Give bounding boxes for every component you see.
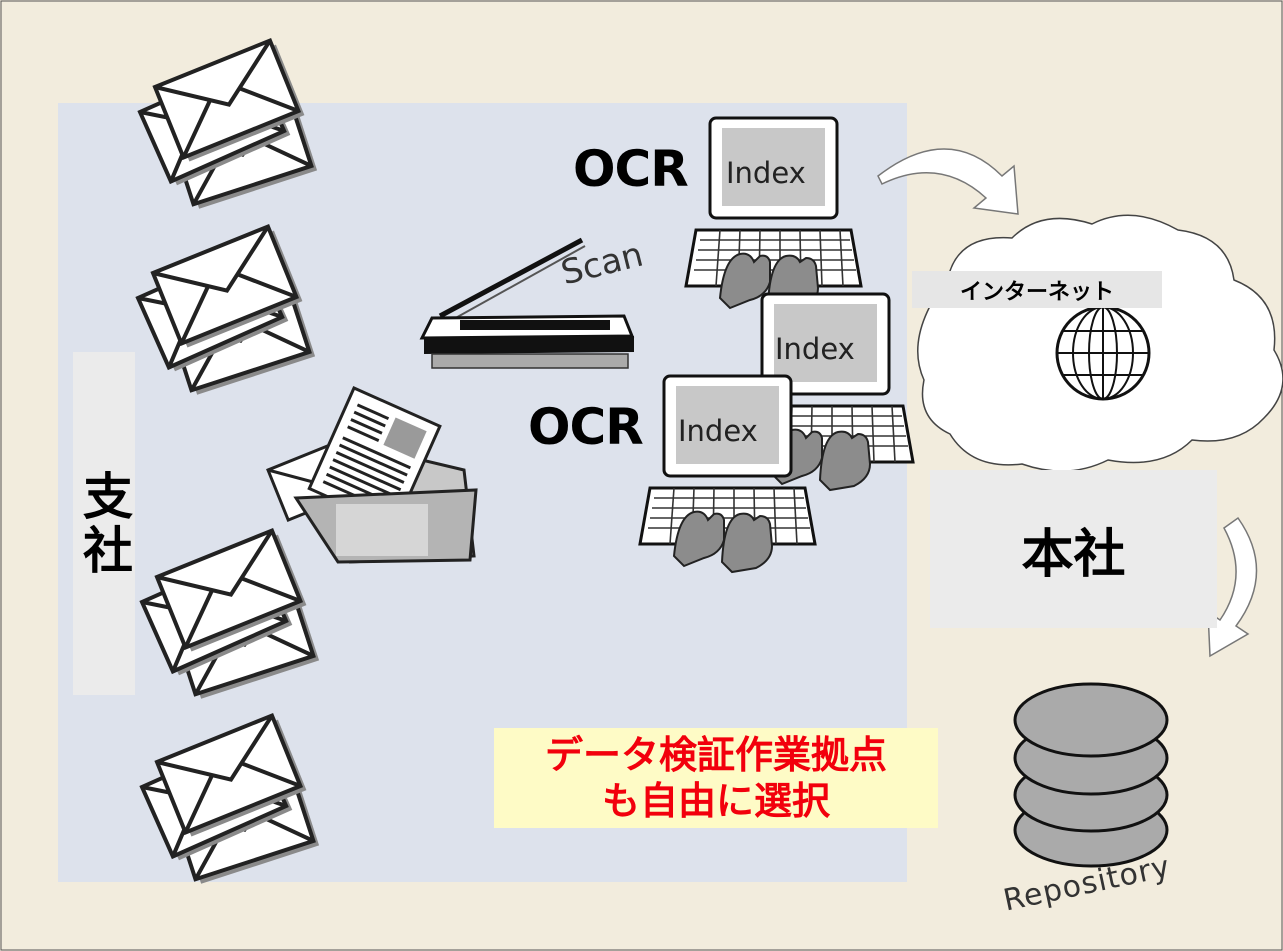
callout-line-1: データ検証作業拠点	[544, 733, 887, 777]
ocr-label: OCR	[573, 140, 689, 198]
index-screen-label: Index	[726, 156, 806, 190]
index-screen-label: Index	[775, 332, 855, 366]
globe-icon	[1055, 305, 1151, 401]
callout-line-2: も自由に選択	[601, 779, 830, 823]
internet-label: インターネット	[912, 271, 1162, 308]
scanner-icon	[419, 237, 635, 369]
computer-icon	[638, 374, 817, 574]
database-icon	[1013, 682, 1169, 868]
document-folder-icon	[266, 386, 478, 564]
callout-box: データ検証作業拠点 も自由に選択	[494, 728, 938, 828]
computer-icon	[684, 116, 863, 316]
headquarters-label: 本社	[930, 470, 1217, 628]
branch-office-label: 支社	[73, 352, 135, 695]
curved-arrow-icon	[1207, 516, 1258, 658]
index-screen-label: Index	[678, 414, 758, 448]
ocr-label: OCR	[528, 398, 644, 456]
curved-arrow-icon	[877, 148, 1019, 215]
